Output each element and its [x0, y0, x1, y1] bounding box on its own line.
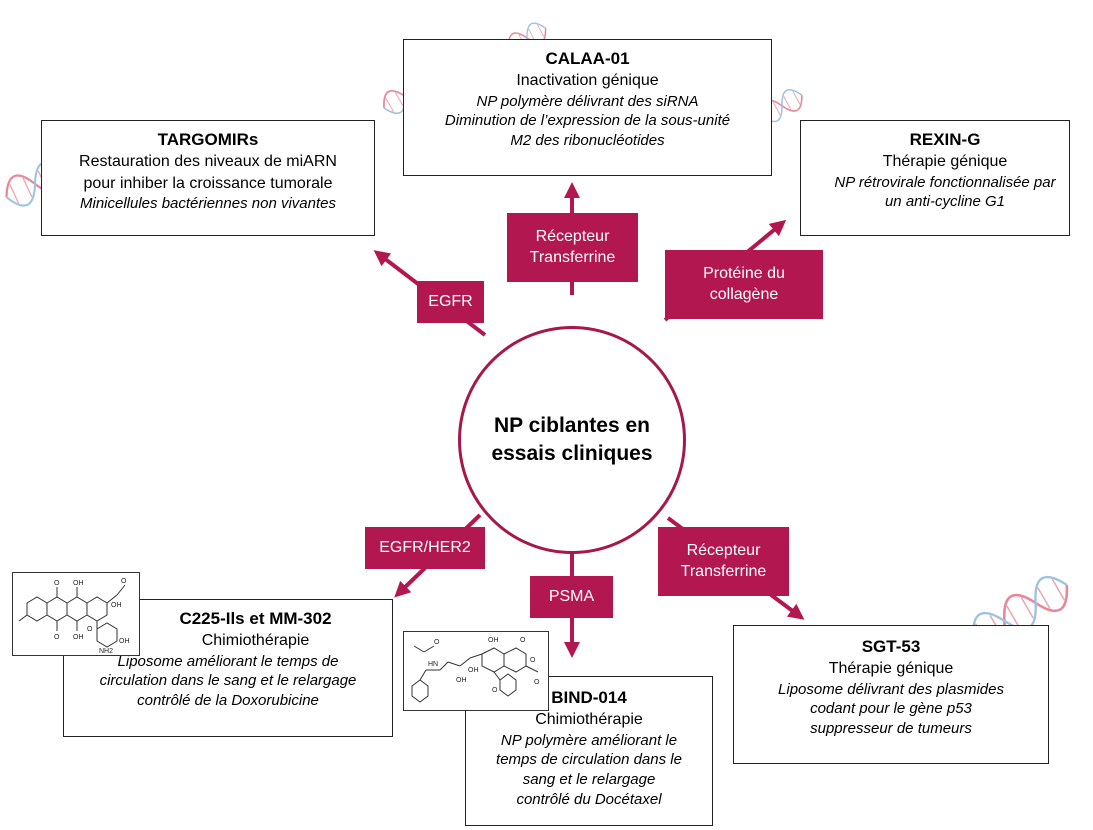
- docetaxel-molecule-icon: HN O OH OH O OH O O O: [411, 637, 540, 703]
- c225-desc3: contrôlé de la Doxorubicine: [137, 692, 319, 710]
- tag-transferrin-bottom-line2: Transferrine: [680, 562, 767, 580]
- rexin-desc1: NP rétrovirale fonctionnalisée par: [834, 173, 1056, 191]
- center-line2: essais cliniques: [491, 442, 653, 465]
- calaa-desc3: M2 des ribonucléotides: [510, 132, 665, 150]
- bind-desc1: NP polymère améliorant le: [500, 731, 678, 749]
- docetaxel-structure: HN O OH OH O OH O O O: [403, 631, 549, 711]
- calaa-box: CALAA-01 Inactivation génique NP polymèr…: [403, 39, 772, 176]
- sgt-desc3: suppresseur de tumeurs: [810, 720, 972, 738]
- c225-desc2: circulation dans le sang et le relargage: [99, 672, 357, 690]
- tag-egfr-her2-label: EGFR/HER2: [379, 538, 471, 556]
- tag-egfr-her2: EGFR/HER2: [365, 527, 485, 569]
- svg-text:OH: OH: [456, 677, 467, 684]
- svg-text:NH2: NH2: [99, 648, 113, 655]
- svg-text:OH: OH: [119, 638, 130, 645]
- calaa-desc2: Diminution de l’expression de la sous-un…: [444, 112, 731, 130]
- svg-text:O: O: [530, 657, 536, 664]
- sgt-subtitle: Thérapie génique: [828, 660, 954, 678]
- rexin-box: REXIN-G Thérapie génique NP rétrovirale …: [800, 120, 1070, 236]
- svg-text:O: O: [54, 580, 60, 587]
- svg-text:OH: OH: [488, 637, 499, 644]
- bind-desc4: contrôlé du Docétaxel: [516, 790, 662, 808]
- svg-text:O: O: [121, 578, 127, 585]
- svg-text:HN: HN: [428, 661, 438, 668]
- svg-text:OH: OH: [468, 667, 479, 674]
- targomirs-desc1: Minicellules bactériennes non vivantes: [80, 194, 336, 212]
- sgt-title: SGT-53: [861, 637, 921, 656]
- bind-title: BIND-014: [551, 688, 627, 707]
- svg-text:O: O: [492, 687, 498, 694]
- tag-psma-label: PSMA: [548, 587, 595, 605]
- center-line1: NP ciblantes en: [493, 413, 650, 437]
- sgt-desc1: Liposome délivrant des plasmides: [778, 680, 1004, 698]
- calaa-subtitle: Inactivation génique: [516, 72, 659, 90]
- targomirs-line2: pour inhiber la croissance tumorale: [83, 174, 333, 192]
- tag-egfr-label: EGFR: [428, 292, 473, 310]
- tag-collagen-line1: Protéine du: [703, 264, 785, 282]
- c225-title: C225-Ils et MM-302: [179, 609, 332, 628]
- bind-subtitle: Chimiothérapie: [535, 711, 643, 729]
- svg-text:O: O: [87, 626, 93, 633]
- c225-subtitle: Chimiothérapie: [201, 632, 310, 650]
- svg-text:OH: OH: [73, 634, 84, 641]
- tag-egfr: EGFR: [417, 281, 484, 323]
- calaa-title: CALAA-01: [545, 49, 630, 68]
- targomirs-line1: Restauration des niveaux de miARN: [79, 153, 337, 171]
- tag-collagen: Protéine du collagène: [665, 250, 823, 319]
- tag-transferrin-top-line1: Récepteur: [535, 227, 610, 245]
- tag-psma: PSMA: [530, 576, 613, 618]
- targomirs-title: TARGOMIRs: [157, 130, 259, 149]
- tag-collagen-line2: collagène: [709, 285, 779, 303]
- svg-text:O: O: [520, 637, 526, 644]
- rexin-subtitle: Thérapie génique: [882, 153, 1008, 171]
- sgt-desc2: codant pour le gène p53: [810, 700, 972, 718]
- bind-desc3: sang et le relargage: [522, 771, 656, 789]
- bind-desc2: temps de circulation dans le: [496, 751, 682, 769]
- svg-text:OH: OH: [73, 580, 84, 587]
- rexin-title: REXIN-G: [909, 130, 981, 149]
- calaa-desc1: NP polymère délivrant des siRNA: [476, 92, 699, 110]
- svg-text:O: O: [54, 634, 60, 641]
- svg-text:O: O: [434, 639, 440, 646]
- sgt-box: SGT-53 Thérapie génique Liposome délivra…: [733, 625, 1049, 764]
- rexin-desc2: un anti-cycline G1: [884, 193, 1006, 211]
- doxorubicin-molecule-icon: O OH O OH O OH O OH NH2: [18, 578, 130, 655]
- svg-text:O: O: [534, 679, 540, 686]
- center-circle: NP ciblantes en essais cliniques: [458, 326, 686, 554]
- tag-transferrin-top: Récepteur Transferrine: [507, 213, 638, 282]
- tag-transferrin-bottom: Récepteur Transferrine: [658, 527, 789, 596]
- targomirs-box: TARGOMIRs Restauration des niveaux de mi…: [41, 120, 375, 236]
- doxorubicin-structure: O OH O OH O OH O OH NH2: [12, 572, 140, 656]
- c225-desc1: Liposome améliorant le temps de: [117, 652, 339, 670]
- tag-transferrin-top-line2: Transferrine: [529, 248, 616, 266]
- tag-transferrin-bottom-line1: Récepteur: [686, 541, 761, 559]
- svg-text:OH: OH: [111, 602, 122, 609]
